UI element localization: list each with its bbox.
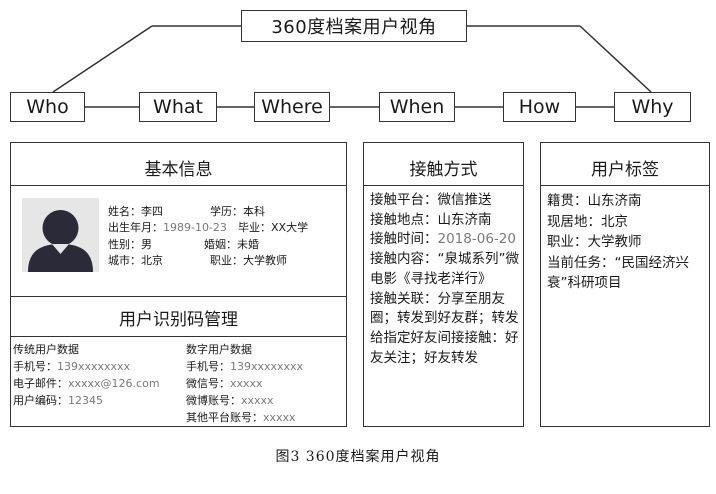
- city-label: 城市：: [108, 254, 141, 267]
- name-field: 姓名：李四: [108, 203, 163, 219]
- graduation-value: XX大学: [271, 221, 309, 234]
- other-account-value: xxxxx: [263, 411, 296, 424]
- weibo-value: xxxxx: [241, 394, 274, 407]
- divider: [541, 185, 709, 186]
- contact-place: 接触地点：山东济南: [370, 211, 492, 228]
- weibo-label: 微博账号：: [186, 394, 241, 407]
- tag-origin: 籍贯：山东济南: [547, 193, 642, 209]
- digital-phone-row: 手机号：139xxxxxxxx: [186, 358, 303, 375]
- digital-other-row: 其他平台账号：xxxxx: [186, 409, 303, 426]
- divider: [11, 185, 346, 186]
- user-code-value: 12345: [68, 394, 103, 407]
- graduation-field: 毕业：XX大学: [238, 219, 308, 235]
- city-field: 城市：北京: [108, 252, 163, 268]
- phone-label: 手机号：: [13, 360, 57, 373]
- traditional-phone-row: 手机号：139xxxxxxxx: [13, 358, 160, 375]
- contact-time-value: 2018-06-20: [437, 231, 516, 248]
- divider: [11, 336, 346, 337]
- other-account-label: 其他平台账号：: [186, 411, 263, 424]
- contact-panel: 接触方式 接触平台：微信推送 接触地点：山东济南 接触时间：2018-06-20…: [363, 142, 524, 427]
- figure-caption: 图3 360度档案用户视角: [275, 449, 441, 465]
- marriage-label: 婚姻：: [204, 238, 237, 251]
- basic-info-panel: 基本信息 姓名：李四 学历：本科 出生年月：1989-10-23 毕业：XX大学…: [10, 142, 347, 427]
- birth-value: 1989-10-23: [163, 221, 227, 234]
- digital-user-data: 数字用户数据 手机号：139xxxxxxxx 微信号：xxxxx 微博账号：xx…: [186, 341, 303, 426]
- gender-value: 男: [141, 238, 152, 251]
- contact-details: 接触平台：微信推送 接触地点：山东济南 接触时间：2018-06-20 接触内容…: [370, 191, 522, 368]
- marriage-field: 婚姻：未婚: [204, 236, 259, 252]
- birth-field: 出生年月：1989-10-23: [108, 219, 227, 235]
- digital-weibo-row: 微博账号：xxxxx: [186, 392, 303, 409]
- what-box: What: [139, 92, 217, 122]
- tag-residence: 现居地：北京: [547, 213, 628, 230]
- education-field: 学历：本科: [210, 203, 265, 219]
- gender-field: 性别：男: [108, 236, 152, 252]
- diagram-title: 360度档案用户视角: [241, 10, 467, 42]
- where-box: Where: [254, 92, 330, 122]
- digital-heading: 数字用户数据: [186, 343, 252, 356]
- job-label: 职业：: [210, 254, 243, 267]
- avatar: [22, 198, 99, 272]
- tag-task: 当前任务：“民国经济兴衰”科研项目: [547, 254, 689, 292]
- tag-job: 职业：大学教师: [547, 234, 642, 250]
- marriage-value: 未婚: [237, 238, 259, 251]
- city-value: 北京: [141, 254, 163, 267]
- contact-platform: 接触平台：微信推送: [370, 192, 492, 208]
- traditional-user-data: 传统用户数据 手机号：139xxxxxxxx 电子邮件：xxxxx@126.co…: [13, 341, 160, 409]
- user-tags-panel: 用户标签 籍贯：山东济南 现居地：北京 职业：大学教师 当前任务：“民国经济兴衰…: [540, 142, 710, 427]
- graduation-label: 毕业：: [238, 221, 271, 234]
- when-box: When: [379, 92, 455, 122]
- phone-label: 手机号：: [186, 360, 230, 373]
- name-value: 李四: [141, 205, 163, 218]
- email-value: xxxxx@126.com: [68, 377, 160, 390]
- person-icon: [28, 210, 93, 272]
- divider: [11, 296, 346, 297]
- how-box: How: [503, 92, 576, 122]
- wechat-value: xxxxx: [230, 377, 263, 390]
- contact-time: 接触时间：2018-06-20: [370, 230, 522, 250]
- education-value: 本科: [243, 205, 265, 218]
- user-tags-details: 籍贯：山东济南 现居地：北京 职业：大学教师 当前任务：“民国经济兴衰”科研项目: [547, 191, 707, 294]
- job-field: 职业：大学教师: [210, 252, 287, 268]
- education-label: 学历：: [210, 205, 243, 218]
- why-box: Why: [614, 92, 691, 122]
- contact-title: 接触方式: [409, 160, 478, 180]
- contact-content: 接触内容：“泉城系列”微电影《寻找老洋行》: [370, 251, 519, 287]
- phone-value: 139xxxxxxxx: [57, 360, 131, 373]
- contact-time-label: 接触时间：: [370, 231, 438, 248]
- id-management-title: 用户识别码管理: [119, 310, 238, 330]
- gender-label: 性别：: [108, 238, 141, 251]
- contact-relation: 接触关联：分享至朋友圈；转发到好友群；转发给指定好友间接接触：好友关注；好友转发: [370, 290, 519, 366]
- birth-label: 出生年月：: [108, 221, 163, 234]
- traditional-email-row: 电子邮件：xxxxx@126.com: [13, 375, 160, 392]
- user-tags-title: 用户标签: [591, 160, 659, 180]
- digital-wechat-row: 微信号：xxxxx: [186, 375, 303, 392]
- job-value: 大学教师: [243, 254, 287, 267]
- user-code-label: 用户编码：: [13, 394, 68, 407]
- traditional-code-row: 用户编码：12345: [13, 392, 160, 409]
- email-label: 电子邮件：: [13, 377, 68, 390]
- who-box: Who: [10, 92, 85, 122]
- divider: [364, 185, 523, 186]
- phone-value: 139xxxxxxxx: [230, 360, 304, 373]
- name-label: 姓名：: [108, 205, 141, 218]
- traditional-heading: 传统用户数据: [13, 343, 79, 356]
- basic-info-title: 基本信息: [144, 160, 213, 180]
- wechat-label: 微信号：: [186, 377, 230, 390]
